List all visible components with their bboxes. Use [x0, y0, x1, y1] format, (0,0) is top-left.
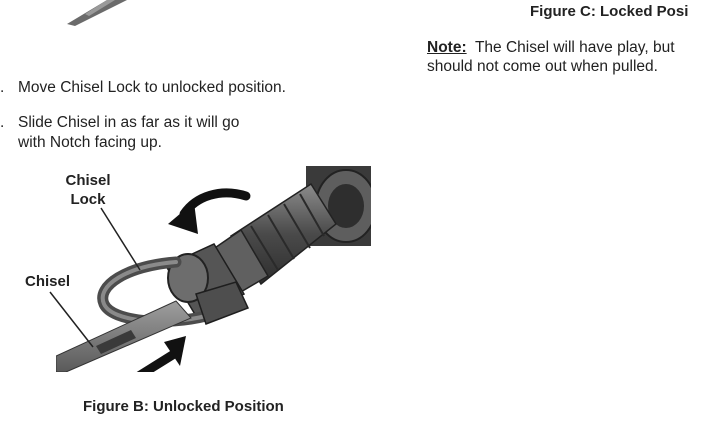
note-text-1: The Chisel will have play, but: [474, 39, 675, 56]
callout-chisel-lock-line-2: Lock: [70, 191, 106, 208]
note-label: Note:: [427, 39, 467, 56]
step-2-marker: .: [0, 114, 5, 131]
step-1-marker: .: [0, 79, 5, 96]
step-1-text: Move Chisel Lock to unlocked position.: [18, 79, 286, 96]
figure-a-fragment: [67, 0, 127, 26]
callout-chisel-lock: Chisel Lock: [56, 171, 120, 209]
note-line-2: should not come out when pulled.: [427, 58, 658, 75]
step-2-line-2: with Notch facing up.: [18, 134, 162, 151]
step-2-line-1: Slide Chisel in as far as it will go: [18, 114, 240, 131]
leader-chisel-lock: [100, 207, 141, 271]
note-block: Note: The Chisel will have play, but sho…: [427, 38, 711, 76]
note-line-1: Note: The Chisel will have play, but: [427, 38, 711, 57]
figure-c-caption: Figure C: Locked Posi: [530, 3, 689, 20]
callout-chisel-lock-line-1: Chisel: [65, 172, 111, 189]
leader-chisel: [49, 291, 94, 348]
figure-b-caption: Figure B: Unlocked Position: [83, 398, 284, 415]
callout-chisel: Chisel: [25, 273, 71, 290]
figure-b-photo: [56, 166, 371, 372]
